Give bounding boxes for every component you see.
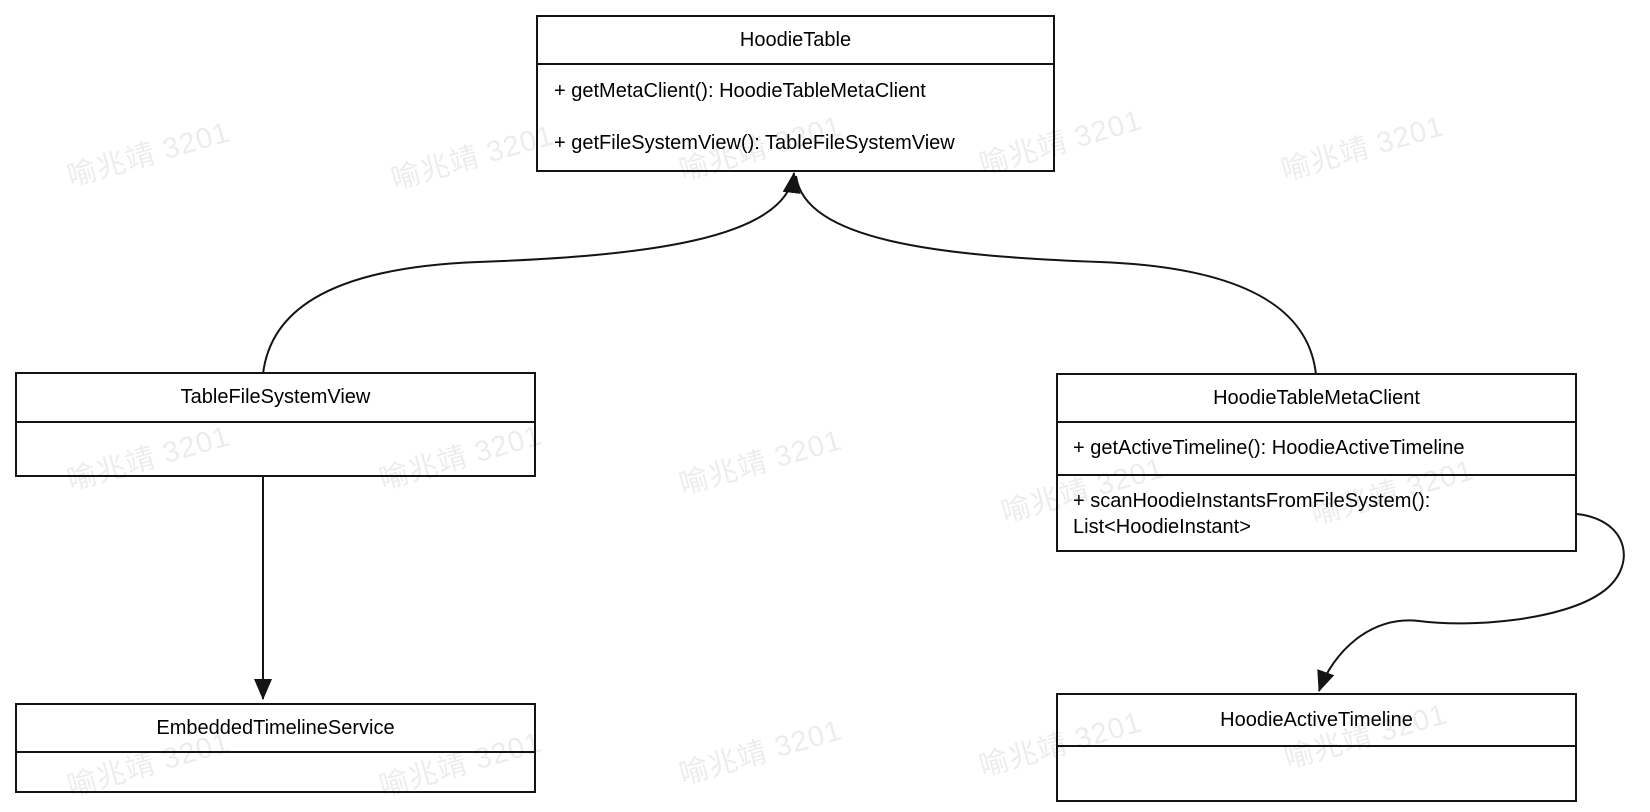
method-scan-hoodie-instants: + scanHoodieInstantsFromFileSystem(): Li… bbox=[1073, 490, 1431, 538]
class-title-hoodie-table-meta-client: HoodieTableMetaClient bbox=[1058, 375, 1575, 423]
class-title-hoodie-table: HoodieTable bbox=[538, 17, 1053, 65]
class-box-hoodie-table: HoodieTable + getMetaClient(): HoodieTab… bbox=[536, 15, 1055, 172]
class-title-embedded-timeline-service: EmbeddedTimelineService bbox=[17, 705, 534, 753]
arrow-tablefilesystemview-to-hoodietable bbox=[262, 172, 801, 375]
class-methods-hoodie-table: + getMetaClient(): HoodieTableMetaClient… bbox=[538, 65, 1053, 170]
method-get-meta-client: + getMetaClient(): HoodieTableMetaClient bbox=[554, 79, 926, 102]
class-methods-table-file-system-view bbox=[17, 423, 534, 475]
class-methods-hoodie-active-timeline bbox=[1058, 747, 1575, 800]
arrow-hoodietablemetaclient-to-hoodietable bbox=[795, 175, 1317, 376]
arrow-hoodietablemetaclient-to-hoodieactivetimeline bbox=[1317, 513, 1625, 692]
method-get-file-system-view: + getFileSystemView(): TableFileSystemVi… bbox=[554, 132, 955, 154]
method-get-active-timeline: + getActiveTimeline(): HoodieActiveTimel… bbox=[1058, 423, 1575, 476]
class-box-table-file-system-view: TableFileSystemView bbox=[15, 372, 536, 477]
class-box-hoodie-table-meta-client: HoodieTableMetaClient + getActiveTimelin… bbox=[1056, 373, 1577, 552]
class-title-table-file-system-view: TableFileSystemView bbox=[17, 374, 534, 423]
class-methods-embedded-timeline-service bbox=[17, 753, 534, 791]
class-box-hoodie-active-timeline: HoodieActiveTimeline bbox=[1056, 693, 1577, 802]
class-box-embedded-timeline-service: EmbeddedTimelineService bbox=[15, 703, 536, 793]
class-title-hoodie-active-timeline: HoodieActiveTimeline bbox=[1058, 695, 1575, 747]
